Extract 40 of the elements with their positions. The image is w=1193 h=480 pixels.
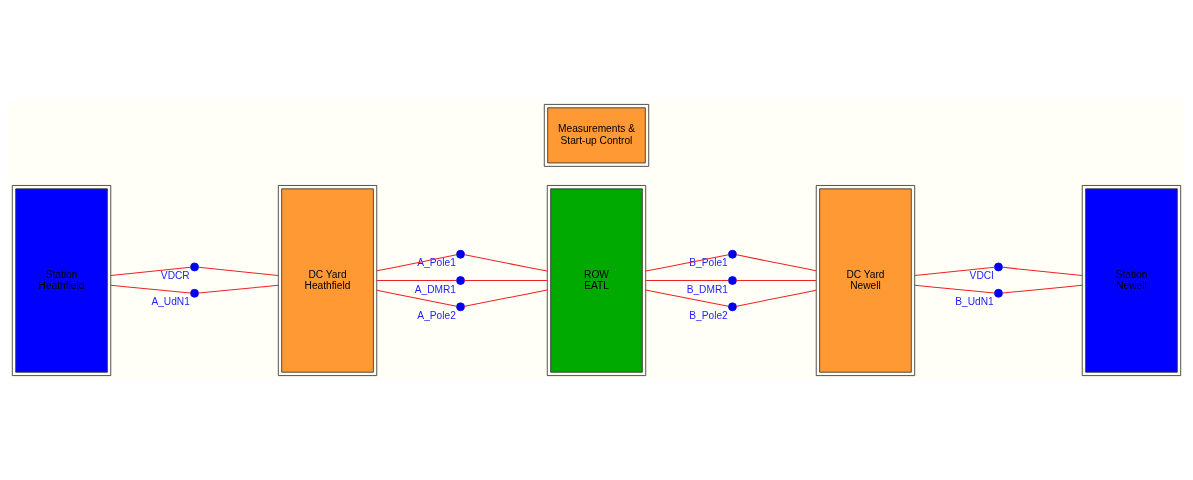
connector xyxy=(1002,284,1083,294)
connector xyxy=(645,254,729,272)
connector xyxy=(736,289,817,307)
node-label: VDCR xyxy=(160,270,190,282)
connector xyxy=(736,280,817,282)
node-label: A_Pole1 xyxy=(417,257,456,269)
node-circle xyxy=(728,302,737,312)
node-circle xyxy=(456,302,465,312)
connector xyxy=(376,280,457,282)
connector xyxy=(376,289,458,307)
node-label: A_DMR1 xyxy=(414,283,456,295)
connector xyxy=(914,266,995,277)
node-label: B_UdN1 xyxy=(955,296,994,308)
node-label: B_Pole2 xyxy=(689,309,728,321)
connector xyxy=(198,284,279,294)
node-circle xyxy=(728,276,737,285)
connector xyxy=(110,284,192,294)
connector xyxy=(198,266,279,276)
node-circle xyxy=(994,288,1003,298)
connector xyxy=(645,280,729,282)
node-label: VDCI xyxy=(969,270,994,282)
connector xyxy=(464,280,548,282)
connector xyxy=(914,284,995,294)
node-circle xyxy=(456,249,465,259)
connector xyxy=(464,254,548,272)
connector xyxy=(1002,266,1083,276)
node-circle xyxy=(456,276,465,285)
connector xyxy=(464,289,548,307)
node-label: A_Pole2 xyxy=(417,309,456,321)
node-circle xyxy=(190,262,199,272)
node-label: B_Pole1 xyxy=(689,257,728,269)
node-circle xyxy=(190,288,199,298)
connector xyxy=(376,254,458,272)
node-circle xyxy=(728,249,737,259)
node-circle xyxy=(994,262,1003,272)
node-label: A_UdN1 xyxy=(151,296,190,308)
connector xyxy=(645,289,729,307)
node-label: B_DMR1 xyxy=(686,283,728,295)
connector xyxy=(736,254,817,272)
connector xyxy=(110,266,192,277)
